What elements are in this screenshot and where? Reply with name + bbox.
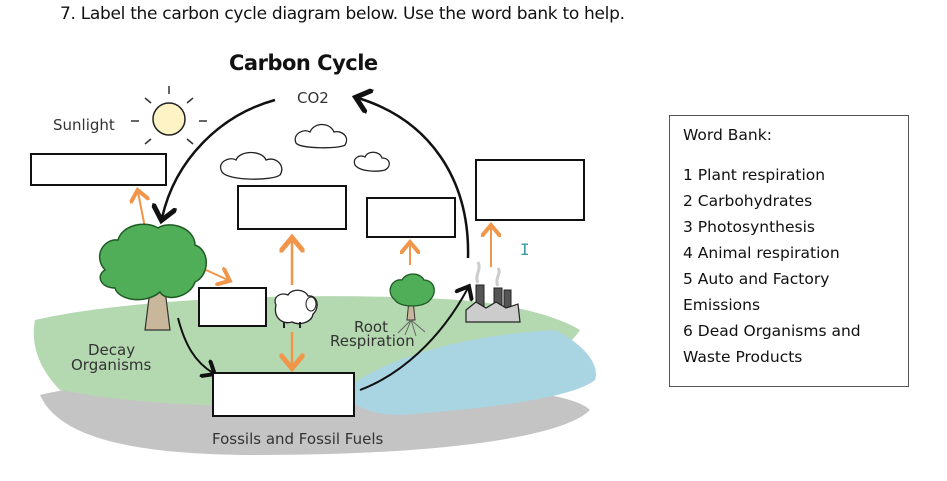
water [345, 330, 596, 415]
cloud-icon [353, 151, 390, 172]
tree-to-box-orange-arrow [205, 270, 228, 280]
tree-icon [98, 223, 207, 331]
word-bank-item: 3 Photosynthesis [683, 218, 815, 236]
word-bank-item: Emissions [683, 296, 761, 314]
fossil-to-factory-arrow [359, 288, 468, 391]
word-bank-item: 4 Animal respiration [683, 244, 840, 262]
word-bank-item: 5 Auto and Factory [683, 270, 830, 288]
factory-icon [465, 261, 521, 323]
cloud-icon [294, 123, 348, 149]
diagram-title: Carbon Cycle [229, 51, 378, 75]
word-bank-title: Word Bank: [683, 126, 772, 144]
factory-to-co2-arrow [358, 98, 470, 259]
fossils-label: Fossils and Fossil Fuels [212, 430, 384, 448]
blank-label-box-animal[interactable] [237, 185, 347, 230]
blank-label-box-fossil[interactable] [212, 372, 355, 417]
word-bank-item: 2 Carbohydrates [683, 192, 813, 210]
word-bank-item: Waste Products [683, 348, 803, 366]
sheep-icon [274, 289, 318, 328]
root-tree-icon [389, 273, 435, 337]
text-cursor-icon: I [520, 240, 530, 259]
word-bank-item: 1 Plant respiration [683, 166, 826, 184]
sun-icon [131, 86, 207, 145]
blank-label-box-sunlight[interactable] [30, 153, 167, 186]
cloud-icon [219, 151, 283, 180]
root-respiration-label-line1: Root [354, 318, 388, 336]
co2-to-tree-arrow [162, 98, 276, 218]
decay-organisms-label-line1: Decay [88, 341, 136, 359]
blank-label-box-root[interactable] [366, 197, 456, 238]
tree-to-fossil-arrow [177, 317, 213, 373]
question-text: 7. Label the carbon cycle diagram below.… [60, 4, 625, 24]
co2-label: CO2 [297, 89, 329, 107]
blank-label-box-tree[interactable] [198, 287, 267, 327]
word-bank: Word Bank: 1 Plant respiration 2 Carbohy… [669, 115, 909, 387]
word-bank-item: 6 Dead Organisms and [683, 322, 861, 340]
root-respiration-label-line2: Respiration [330, 332, 415, 350]
blank-label-box-factory[interactable] [475, 159, 585, 221]
decay-organisms-label-line2: Organisms [71, 356, 152, 374]
sunlight-label: Sunlight [53, 116, 115, 134]
